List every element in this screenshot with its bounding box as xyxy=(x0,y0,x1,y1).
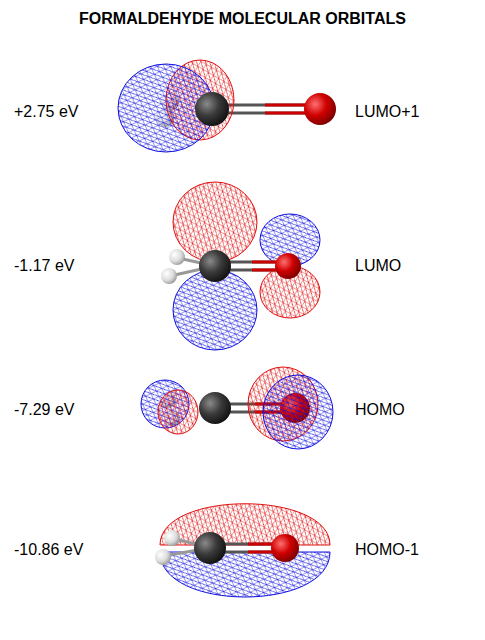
lumo-molecule xyxy=(161,182,320,350)
hydrogen-atom xyxy=(155,549,171,565)
diagram-title: FORMALDEHYDE MOLECULAR ORBITALS xyxy=(79,10,406,28)
hydrogen-atom xyxy=(169,249,185,265)
energy-label: -7.29 eV xyxy=(14,401,74,419)
energy-label: -1.17 eV xyxy=(14,257,74,275)
orbital-lobe xyxy=(263,375,333,449)
energy-label: +2.75 eV xyxy=(14,103,79,121)
orbital-lobe xyxy=(158,390,198,434)
homo-molecule xyxy=(141,367,333,449)
orbital-name: LUMO+1 xyxy=(355,103,419,121)
orbital-name: LUMO xyxy=(355,257,401,275)
lumo-plus-1-molecule xyxy=(118,60,336,152)
carbon-atom xyxy=(195,92,229,126)
orbital-lobe xyxy=(160,552,330,597)
carbon-atom xyxy=(199,392,231,424)
carbon-atom xyxy=(194,532,226,564)
oxygen-atom xyxy=(271,534,299,562)
oxygen-atom xyxy=(304,93,336,125)
hydrogen-atom xyxy=(161,268,177,284)
orbital-name: HOMO xyxy=(355,401,405,419)
carbon-atom xyxy=(199,250,231,282)
orbital-name: HOMO-1 xyxy=(355,541,419,559)
hydrogen-atom xyxy=(164,530,180,546)
homo-minus-1-molecule xyxy=(155,504,330,597)
energy-label: -10.86 eV xyxy=(14,541,83,559)
orbital-lobe xyxy=(160,504,330,545)
oxygen-atom xyxy=(275,253,301,279)
